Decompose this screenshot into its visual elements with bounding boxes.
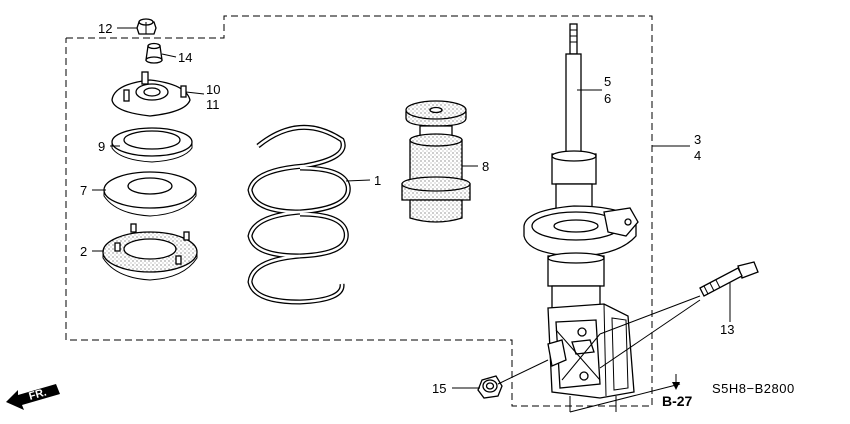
coil-spring-1-inner [248, 126, 350, 304]
spring-seat-7[interactable] [103, 171, 197, 217]
callout-10: 10 [206, 82, 220, 97]
front-direction-label: FR. [28, 386, 48, 402]
assembly-boundary [65, 15, 653, 407]
catalog-code: S5H8−B2800 [712, 381, 795, 396]
callout-8: 8 [482, 159, 489, 174]
spring-seat-rubber-2[interactable] [102, 223, 198, 281]
callout-11: 11 [206, 97, 220, 112]
callout-12: 12 [98, 21, 112, 36]
bolt-13[interactable] [699, 261, 759, 297]
bearing-9[interactable] [111, 127, 193, 163]
reference-label: B-27 [662, 393, 693, 409]
strut-assembly-3-4[interactable] [523, 23, 639, 399]
nut-12[interactable] [136, 18, 157, 35]
mount-base-10-11[interactable] [111, 71, 191, 117]
callout-6: 6 [604, 91, 611, 106]
callout-3: 3 [694, 132, 701, 147]
front-direction-arrow-icon [6, 384, 60, 410]
coil-spring-1[interactable] [247, 125, 351, 305]
callout-5: 5 [604, 74, 611, 89]
bump-cap-14[interactable] [145, 42, 163, 64]
bump-stop-8[interactable] [401, 100, 471, 223]
callout-7: 7 [80, 183, 87, 198]
nut-15[interactable] [477, 375, 503, 399]
callout-9: 9 [98, 139, 105, 154]
callout-4: 4 [694, 148, 701, 163]
callout-13: 13 [720, 322, 734, 337]
callout-2: 2 [80, 244, 87, 259]
leader-lines [92, 27, 731, 413]
callout-14: 14 [178, 50, 192, 65]
callout-1: 1 [374, 173, 381, 188]
callout-15: 15 [432, 381, 446, 396]
